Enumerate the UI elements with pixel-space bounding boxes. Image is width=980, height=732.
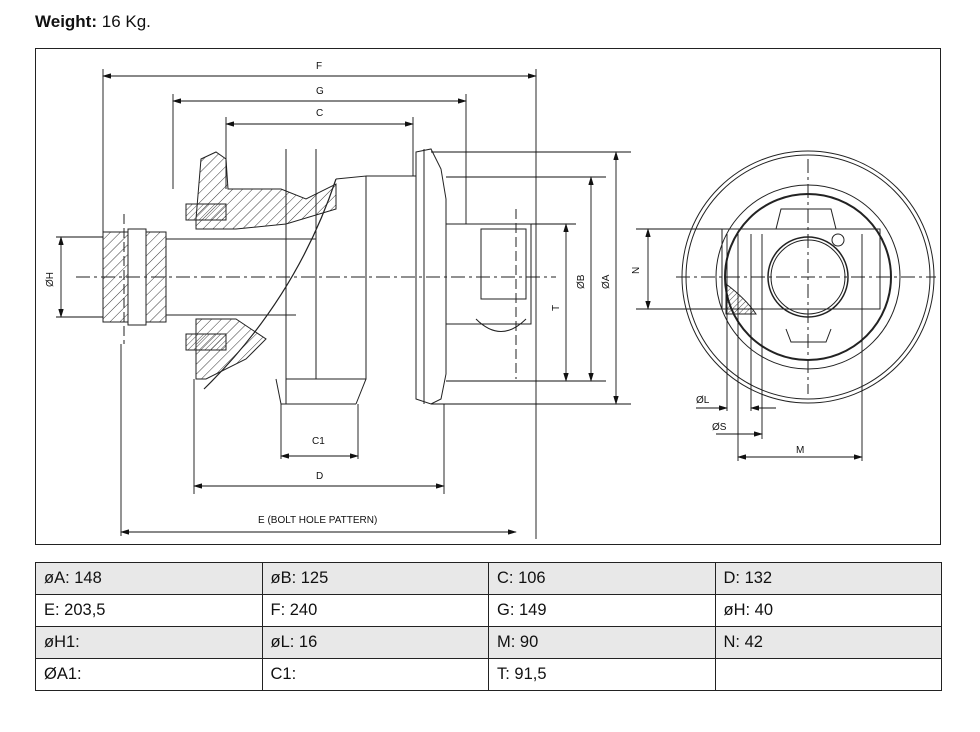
spec-cell	[714, 658, 942, 691]
label-C1: C1	[312, 436, 325, 447]
spec-cell: G: 149	[488, 594, 716, 627]
end-dimensions	[696, 234, 863, 461]
seal-lower	[185, 333, 227, 351]
spec-cell: F: 240	[261, 594, 489, 627]
label-B: ØB	[576, 274, 587, 289]
label-F: F	[316, 61, 322, 72]
label-S: ØS	[712, 422, 727, 433]
weight-value: 16 Kg.	[101, 12, 151, 31]
label-C: C	[316, 108, 323, 119]
label-L: ØL	[696, 395, 710, 406]
side-dimensions	[56, 69, 736, 539]
spec-cell: øH1:	[35, 626, 263, 659]
section-break-line	[203, 178, 337, 390]
shaft-collar-section	[145, 231, 167, 323]
label-T: T	[551, 305, 562, 311]
table-row: E: 203,5 F: 240 G: 149 øH: 40	[35, 594, 942, 627]
table-row: øH1: øL: 16 M: 90 N: 42	[35, 626, 942, 659]
spec-cell: øA: 148	[35, 562, 263, 595]
weight-line: Weight: 16 Kg.	[35, 12, 151, 32]
spec-cell: øB: 125	[261, 562, 489, 595]
label-M: M	[796, 445, 804, 456]
shaft-end-right	[445, 223, 532, 325]
spec-cell: ØA1:	[35, 658, 263, 691]
label-H: ØH	[45, 272, 56, 287]
label-A: ØA	[601, 274, 612, 289]
flange-right	[415, 148, 447, 405]
spec-cell: øH: 40	[714, 594, 942, 627]
threaded-bore	[480, 228, 527, 300]
spec-cell: C1:	[261, 658, 489, 691]
table-row: ØA1: C1: T: 91,5	[35, 658, 942, 691]
seal-upper	[185, 203, 227, 221]
label-E: E (BOLT HOLE PATTERN)	[258, 515, 377, 526]
label-D: D	[316, 471, 323, 482]
table-row: øA: 148 øB: 125 C: 106 D: 132	[35, 562, 942, 595]
drawing-canvas: F G C C1 D E (BOLT HOLE PATTERN) ØH T ØB…	[45, 61, 936, 539]
spec-cell: T: 91,5	[488, 658, 716, 691]
shaft-flat-block	[721, 228, 881, 310]
end-view	[676, 150, 936, 404]
spec-cell: M: 90	[488, 626, 716, 659]
spec-cell: N: 42	[714, 626, 942, 659]
weight-label: Weight:	[35, 12, 98, 31]
spec-cell: C: 106	[488, 562, 716, 595]
shaft-bore	[767, 236, 849, 318]
label-G: G	[316, 86, 324, 97]
spec-table: øA: 148 øB: 125 C: 106 D: 132 E: 203,5 F…	[35, 562, 942, 691]
outer-rim	[681, 150, 935, 404]
spec-cell: øL: 16	[261, 626, 489, 659]
spec-cell: E: 203,5	[35, 594, 263, 627]
spec-cell: D: 132	[714, 562, 942, 595]
technical-drawing: F G C C1 D E (BOLT HOLE PATTERN) ØH T ØB…	[35, 48, 941, 545]
label-N: N	[631, 267, 642, 274]
hub-section-upper	[195, 151, 337, 230]
side-view	[76, 148, 556, 405]
